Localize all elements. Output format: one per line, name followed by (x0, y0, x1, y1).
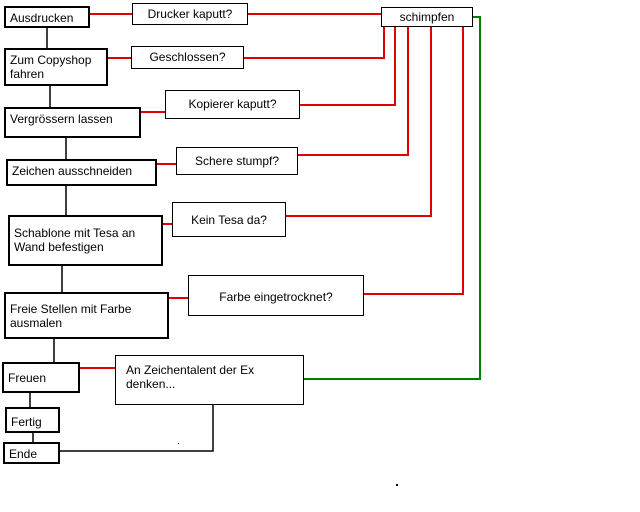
problem-link (300, 26, 396, 106)
main-flow-line (60, 404, 214, 452)
stray-dot (396, 484, 398, 486)
step-ausdrucken: Ausdrucken (4, 6, 90, 28)
problem-link (298, 26, 409, 156)
problem-link (244, 26, 385, 59)
thought-zeichentalent: An Zeichentalent der Ex denken... (115, 355, 304, 405)
problem-links (80, 13, 464, 369)
step-ende: Ende (3, 442, 60, 464)
problem-farbe-eingetrocknet: Farbe eingetrocknet? (188, 275, 364, 316)
step-ausschneiden: Zeichen ausschneiden (6, 159, 157, 186)
step-copyshop: Zum Copyshop fahren (4, 48, 108, 86)
problem-kein-tesa: Kein Tesa da? (172, 202, 286, 237)
problem-schere-stumpf: Schere stumpf? (176, 147, 298, 175)
step-freuen: Freuen (2, 362, 80, 393)
step-fertig: Fertig (5, 407, 60, 433)
hub-schimpfen: schimpfen (381, 7, 473, 27)
release-link (302, 16, 481, 380)
step-ausmalen: Freie Stellen mit Farbe ausmalen (4, 292, 169, 339)
main-flow-lines (29, 26, 214, 452)
problem-link (286, 26, 432, 217)
step-schablone: Schablone mit Tesa an Wand befestigen (8, 215, 163, 266)
stray-dot (178, 443, 179, 444)
release-link-line (302, 16, 481, 380)
problem-drucker-kaputt: Drucker kaputt? (132, 3, 248, 25)
problem-kopierer-kaputt: Kopierer kaputt? (165, 90, 300, 119)
problem-geschlossen: Geschlossen? (131, 46, 244, 69)
problem-link (364, 26, 464, 295)
step-vergroessern: Vergrössern lassen (4, 107, 141, 138)
